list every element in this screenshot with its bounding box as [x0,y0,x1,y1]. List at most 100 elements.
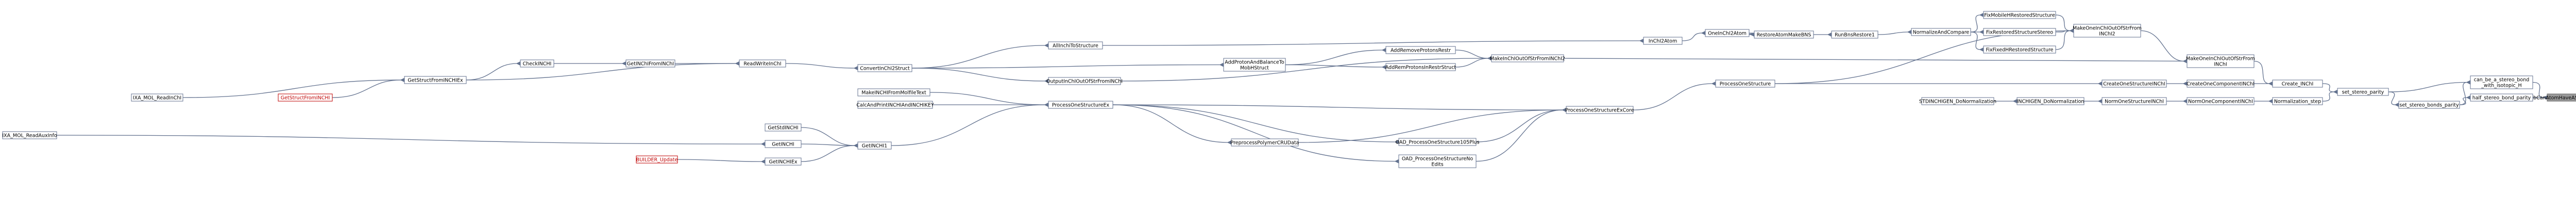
node-box [1983,28,2056,36]
node-label: GetINCHI1 [862,143,887,149]
node-get-inchi[interactable]: GetINCHI [765,140,802,148]
node-label: GetStructFromINCHI [281,95,330,101]
node-label: RestoreAtomMakeBNS [1757,33,1811,38]
node-add-rem-protons-in-restr[interactable]: AddRemProtonsInRestrStruct [1385,63,1456,71]
node-builder-update[interactable]: BUILDER_Update [636,155,678,164]
node-bcan[interactable]: bCanAtomHaveAStereoBond [2533,93,2576,102]
node-box [1983,45,2056,54]
edge-set_stereo_parity-to-can_be [2388,83,2467,92]
node-label: BUILDER_Update [636,157,678,163]
node-half-stereo[interactable]: half_stereo_bond_parity [2470,93,2533,102]
node-box [625,59,675,68]
node-box [1223,58,1286,72]
node-label: Edits [1431,162,1443,168]
node-label: GetINChIFromINChI [627,61,674,67]
node-get-inchiex[interactable]: GetINCHIEx [765,157,802,166]
edge-set_stereo_parity-to-set_stereo_bonds [2388,91,2396,105]
node-run-bns-restore[interactable]: RunBnsRestore1 [1831,30,1878,39]
edge-oad_process_one_structure_edits-to-process_one_structure_excore [1476,110,1563,162]
node-label: CreateOneStructureINChI [2103,82,2165,87]
node-get-inchi1[interactable]: GetINCHI1 [857,141,892,150]
node-get-inchi-from-inchi[interactable]: GetINChIFromINChI [625,59,675,68]
node-inchi-2-atom[interactable]: InChI2Atom [1643,37,1683,45]
node-oad-process-one-structure[interactable]: OAD_ProcessOneStructure105Plus [1396,138,1480,146]
node-box [2337,88,2389,96]
node-oneinchi-2-atom[interactable]: OneInChI2Atom [1705,29,1750,37]
node-norm-one-component[interactable]: NormOneComponentINChI [2187,97,2255,105]
node-output-inchi-out-of-str[interactable]: OutputInChIOutOfStrFromINChI [1046,77,1123,85]
node-allinchi-to-structure[interactable]: AllInchiToStructure [1048,41,1103,50]
node-box [2016,97,2084,105]
node-get-struct-from-inchiex[interactable]: GetStructFromINCHIEx [404,76,467,84]
edge-convert_inchi_2_struct-to-add_protons_and_balance [911,65,1221,69]
node-box [278,93,333,102]
edge-read_write_inchi-to-convert_inchi_2_struct [785,63,855,68]
node-fix-mobile[interactable]: FixMobileHRestoredStructure [1983,11,2056,19]
node-fix-unexpected[interactable]: FixFixedHRestoredStructure [1983,45,2056,54]
node-normalization-step[interactable]: Normalization_step [2272,97,2323,105]
node-process-one-structure[interactable]: ProcessOneStructure [1715,79,1775,88]
edge-make_ochi_inchi2-to-make_ochi_inchi [2140,30,2184,61]
node-label: OneInChI2Atom [1708,31,1747,37]
node-set-stereo-parity[interactable]: set_stereo_parity [2337,88,2389,96]
node-get-struct-from-inchi[interactable]: GetStructFromINCHI [278,93,333,102]
node-create-one-structure[interactable]: CreateOneStructureINChI [2102,79,2167,88]
node-can-be[interactable]: can_be_a_stereo_bond_with_isotopic_H [2470,75,2533,89]
node-label: GetINCHIEx [769,159,797,165]
node-label: INCHIGEN_DoNormalization [2017,99,2084,105]
node-box [1831,30,1878,39]
edge-preprocess_polymer-to-process_one_structure_excore [1298,110,1563,143]
node-label: ProcessOneStructure [1720,82,1771,87]
node-convert-inchi-2-struct[interactable]: ConvertInChI2Struct [857,64,912,72]
node-fix-restored-stereo[interactable]: FixRestoredStructureStereo [1983,28,2056,36]
node-normalize-and-compare[interactable]: NormalizeAndCompare [1911,28,1971,36]
node-box [1911,28,1971,36]
node-create-inchi[interactable]: Create_INChI [2272,79,2323,88]
node-box [2073,24,2141,38]
node-check-inchi[interactable]: CheckINCHI [520,59,554,68]
node-label: NormOneStructureINChI [2105,99,2164,105]
node-label: bCanAtomHaveAStereoBond [2533,95,2576,101]
node-read-write-inchi[interactable]: ReadWriteInChI [739,59,786,68]
node-box [2470,93,2533,102]
node-norm-one-structure[interactable]: NormOneStructureINChI [2102,97,2167,105]
node-box [1048,101,1113,109]
node-stdinchigen-donormalization[interactable]: STDINCHIGEN_DoNormalization [1919,97,1996,105]
node-process-one-structure-excore[interactable]: ProcessOneStructureExCore [1565,106,1634,114]
node-restore-atom-make-bns[interactable]: RestoreAtomMakeBNS [1754,30,1814,39]
node-label: ProcessOneStructureEx [1052,103,1110,108]
node-label: CalcAndPrintINCHIAndINCHIKEY [856,103,934,108]
node-make-inchi-out-of-str2[interactable]: MakeInChIOutOfStrFromINChI2 [1490,54,1565,62]
node-inchigen-donormalization[interactable]: INCHIGEN_DoNormalization [2016,97,2084,105]
node-label: INChI [2214,62,2227,68]
node-calc-and-print[interactable]: CalcAndPrintINCHIAndINCHIKEY [856,101,934,109]
node-label: Normalization_step [2274,99,2321,105]
node-process-one-structure-ex[interactable]: ProcessOneStructureEx [1048,101,1113,109]
node-box [1921,97,1994,105]
node-get-std-inchi[interactable]: GetStdINCHI [765,123,802,132]
node-label: IXA_MOL_ReadInChI [133,95,181,101]
node-label: MakeINCHIFromMolfileText [861,90,926,96]
edge-fix_mobile-to-make_ochi_inchi2 [2055,14,2071,31]
node-ixa-mol-readauxinfo[interactable]: IXA_MOL_ReadAuxInfo [2,131,57,139]
node-label: AddRemoveProtonsRestr [1391,48,1451,54]
edge-normalize_and_compare-to-fix_mobile [1970,15,1980,33]
node-add-remove-protons[interactable]: AddRemoveProtonsRestr [1385,46,1456,54]
node-box [739,59,786,68]
edge-process_one_structure_ex-to-oad_process_one_structure [1112,104,1396,142]
node-box [2547,93,2576,102]
node-create-one-component[interactable]: CreateOneComponentINChI [2187,79,2255,88]
node-make-inchi-from-molfile[interactable]: MakeINCHIFromMolfileText [857,88,930,97]
node-box [2,131,57,139]
node-ixa-mol-readinchi[interactable]: IXA_MOL_ReadInChI [131,93,183,102]
edge-normalization_step-to-set_stereo_parity [2322,92,2334,102]
node-set-stereo-bonds[interactable]: set_stereo_bonds_parity [2398,101,2460,109]
node-label: ProcessOneStructureExCore [1565,108,1634,114]
edge-process_one_structure_ex-to-preprocess_polymer [1112,104,1228,142]
node-preprocess-polymer[interactable]: PreprocessPolymerCRUData [1231,138,1299,147]
node-label: MakeOneInChIOutOfStrFrom [2186,56,2255,62]
